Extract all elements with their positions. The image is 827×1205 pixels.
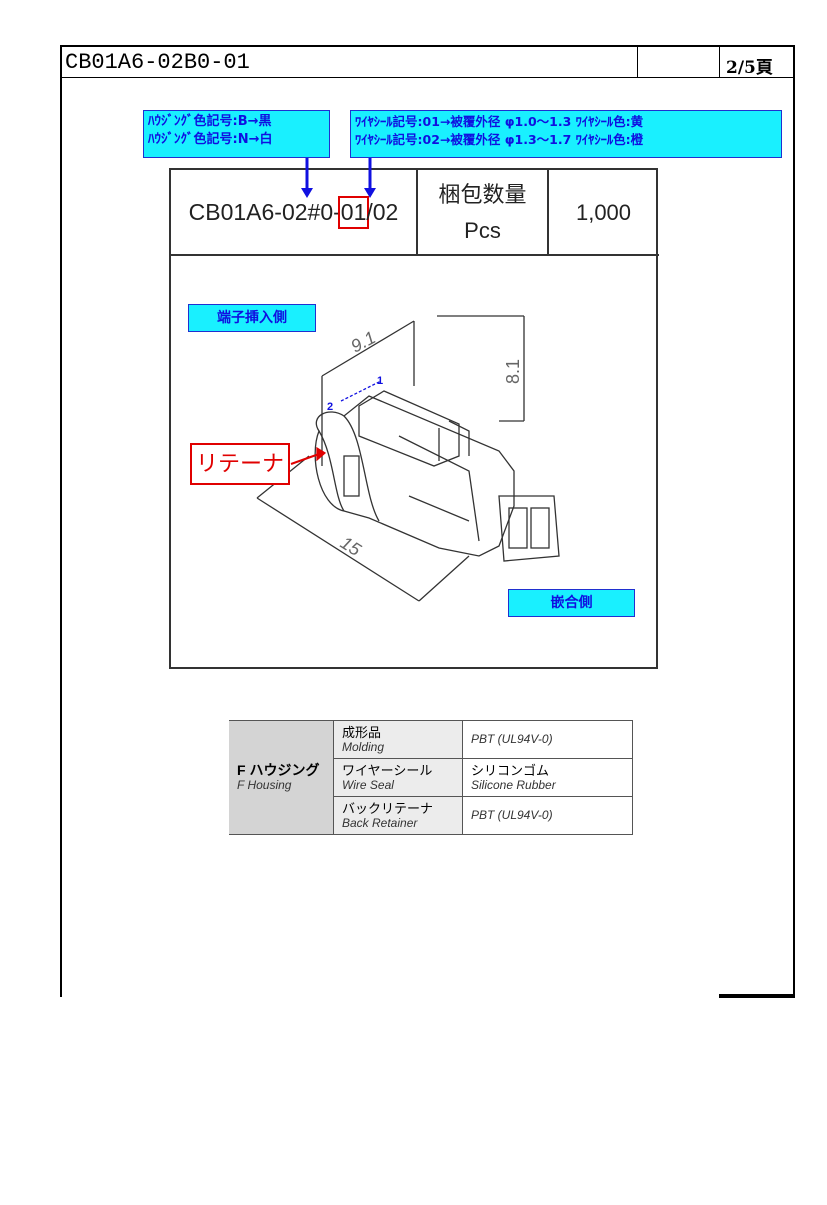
page-number: 2/5頁 (726, 58, 773, 78)
box-divider (416, 168, 418, 255)
part-ja: ワイヤーシール (342, 762, 433, 778)
retainer-pointer-head (316, 446, 327, 462)
frame-top (60, 45, 795, 47)
material-en: Silicone Rubber (471, 777, 556, 792)
part-ja: バックリテーナ (342, 800, 434, 816)
pin-arrow (340, 380, 382, 402)
qty-unit: Pcs (464, 217, 501, 243)
retainer-outline (318, 415, 380, 522)
connector-drawing: 9.1 8.1 15 1 2 (256, 315, 560, 602)
material: PBT (UL94V-0) (462, 720, 633, 759)
body-detail (398, 435, 480, 542)
arrow-head (301, 188, 313, 198)
cavity-2 (530, 507, 550, 549)
header-divider (60, 77, 795, 78)
header-col-divider (719, 45, 720, 78)
frame-bottom-mark (719, 994, 795, 998)
pin-1: 1 (377, 375, 383, 387)
part-prefix: CB01A6-02#0- (188, 199, 341, 225)
part-number: CB01A6-02#0-01/02 (171, 170, 416, 255)
pin-2: 2 (327, 401, 333, 413)
frame-left (60, 45, 62, 997)
group-cell: F ハウジング F Housing (229, 720, 334, 835)
part-suffix: /02 (366, 199, 399, 225)
header-col-divider (637, 45, 638, 78)
qty-value: 1,000 (575, 199, 632, 225)
dim-height: 8.1 (503, 359, 523, 384)
wire-seal-01: ﾜｲﾔｼｰﾙ記号:01→被覆外径 φ1.0～1.3 ﾜｲﾔｼｰﾙ色:黄 (355, 114, 644, 129)
label-arrows (301, 158, 376, 198)
housing-color-label: ﾊｳｼﾞﾝｸﾞ色記号:B→黒 ﾊｳｼﾞﾝｸﾞ色記号:N→白 (143, 110, 330, 158)
mating-side-label: 嵌合側 (508, 589, 635, 617)
retainer-pointer (290, 453, 320, 465)
qty-label-cell: 梱包数量 Pcs (418, 170, 547, 255)
part-ja: 成形品 (342, 724, 382, 740)
material: シリコンゴム (471, 762, 550, 778)
part-en: Molding (342, 739, 385, 754)
drawing-box (169, 168, 658, 669)
part-highlight: 01 (337, 196, 370, 229)
insert-side-label: 端子挿入側 (188, 304, 316, 332)
latch (358, 390, 460, 467)
cavity-1 (508, 507, 528, 549)
housing-color-b: ﾊｳｼﾞﾝｸﾞ色記号:B→黒 (148, 114, 272, 129)
retainer-label: リテーナ (190, 443, 290, 485)
box-divider (169, 254, 659, 256)
material: PBT (UL94V-0) (462, 796, 633, 835)
part-en: Wire Seal (342, 777, 394, 792)
box-divider (547, 168, 549, 255)
wire-seal-02: ﾜｲﾔｼｰﾙ記号:02→被覆外径 φ1.3～1.7 ﾜｲﾔｼｰﾙ色:橙 (355, 132, 644, 147)
part-en: Back Retainer (342, 815, 418, 830)
qty-label: 梱包数量 (438, 181, 527, 207)
housing-outline (314, 395, 515, 557)
dim-width: 9.1 (347, 327, 378, 356)
arrow-head (364, 188, 376, 198)
retainer-window (343, 455, 360, 497)
dim-length: 15 (337, 532, 365, 560)
doc-number: CB01A6-02B0-01 (65, 50, 250, 75)
frame-right (793, 45, 795, 997)
wire-seal-label: ﾜｲﾔｼｰﾙ記号:01→被覆外径 φ1.0～1.3 ﾜｲﾔｼｰﾙ色:黄 ﾜｲﾔｼ… (350, 110, 782, 158)
mating-face (498, 495, 560, 562)
housing-color-n: ﾊｳｼﾞﾝｸﾞ色記号:N→白 (148, 132, 273, 147)
group-en: F Housing (237, 777, 292, 792)
dim-height-lines (437, 315, 525, 422)
group-ja: F ハウジング (237, 761, 320, 778)
